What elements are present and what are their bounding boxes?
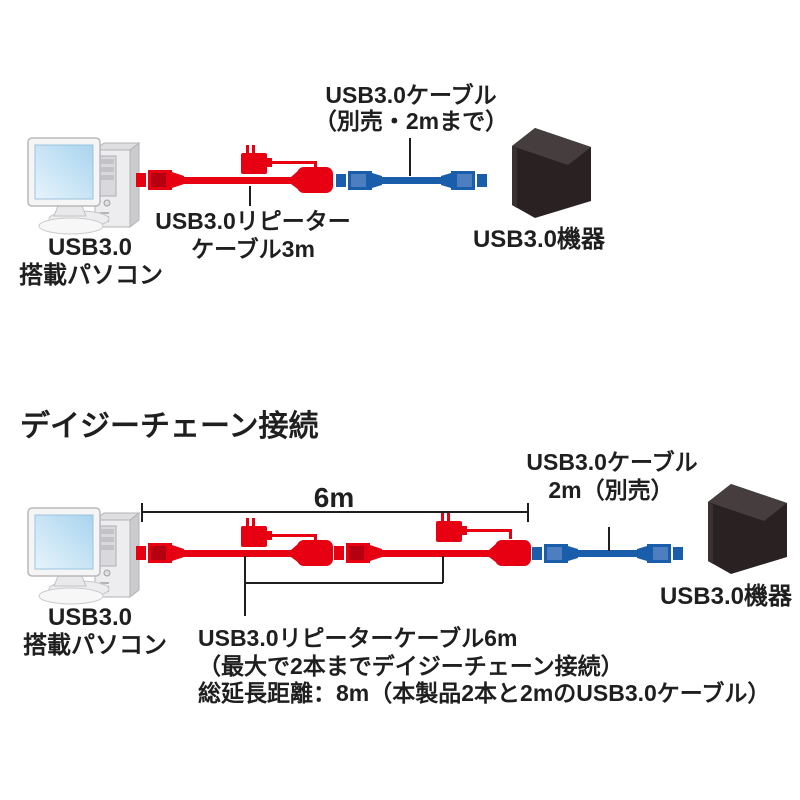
callout-line-repeaters: [244, 556, 444, 616]
repeater-cable-line: [182, 550, 300, 557]
diagram-daisy-chain: デイジーチェーン接続 6m: [20, 409, 793, 706]
usb-plug-icon: [441, 171, 487, 190]
pc-label-line1: USB3.0: [48, 234, 132, 261]
repeater-cable-2: [334, 513, 531, 566]
device-label: USB3.0機器: [473, 226, 606, 253]
pc-label-line1: USB3.0: [48, 604, 132, 631]
repeater-cable-line: [380, 550, 498, 557]
usb-receptacle-icon: [291, 540, 333, 566]
usb-cable-line: [576, 550, 642, 557]
usb-cable-label-line2: （別売・2mまで）: [314, 108, 508, 134]
usb-cable-label-line1: USB3.0ケーブル: [526, 449, 697, 475]
repeater-label-line2: ケーブル3m: [191, 236, 315, 262]
usb-plug-a-icon: [334, 543, 382, 563]
usb-plug-icon: [336, 171, 382, 190]
usb-plug-a-icon: [136, 543, 184, 563]
note-line3: 総延長距離：8m（本製品2本と2mのUSB3.0ケーブル）: [198, 680, 770, 706]
power-adapter-icon: [241, 145, 272, 174]
usb-cable-label-line1: USB3.0ケーブル: [325, 82, 496, 108]
device-label: USB3.0機器: [660, 583, 793, 610]
power-adapter-icon: [436, 513, 467, 542]
usb-cable: [532, 544, 683, 563]
usb-device-icon: [708, 484, 787, 574]
repeater-cable-1: [136, 518, 333, 566]
usb-cable: [336, 171, 487, 190]
usb-cable-line: [380, 177, 446, 184]
usb-receptacle-icon: [489, 540, 531, 566]
adapter-lead-line: [272, 161, 317, 169]
note-line2: （最大で2本までデイジーチェーン接続）: [198, 653, 624, 679]
power-adapter-icon: [241, 518, 272, 547]
pc-icon: [27, 507, 140, 605]
usb-cable-label-line2: 2m（別売）: [548, 477, 673, 503]
pc-label-line2: 搭載パソコン: [23, 632, 167, 659]
adapter-lead-line: [467, 529, 512, 539]
usb-plug-a-icon: [136, 170, 184, 190]
usb-device-icon: [512, 128, 591, 218]
pc-label-line2: 搭載パソコン: [19, 262, 163, 289]
usb-receptacle-icon: [291, 167, 333, 193]
repeater-cable-line: [182, 177, 303, 184]
repeater-label-line1: USB3.0リピーター: [155, 208, 351, 234]
usb-plug-icon: [637, 544, 683, 563]
diagram-single-connection: USB3.0ケーブル （別売・2mまで） USB3.0リピーター ケーブル3m …: [19, 82, 606, 289]
dimension-bracket: 6m: [141, 482, 529, 522]
section-title: デイジーチェーン接続: [20, 409, 319, 443]
adapter-lead-line: [272, 534, 317, 541]
repeater-cable: [136, 145, 333, 193]
pc-icon: [27, 137, 140, 235]
dimension-label: 6m: [314, 482, 354, 513]
note-line1: USB3.0リピーターケーブル6m: [198, 625, 517, 651]
usb-plug-icon: [532, 544, 578, 563]
